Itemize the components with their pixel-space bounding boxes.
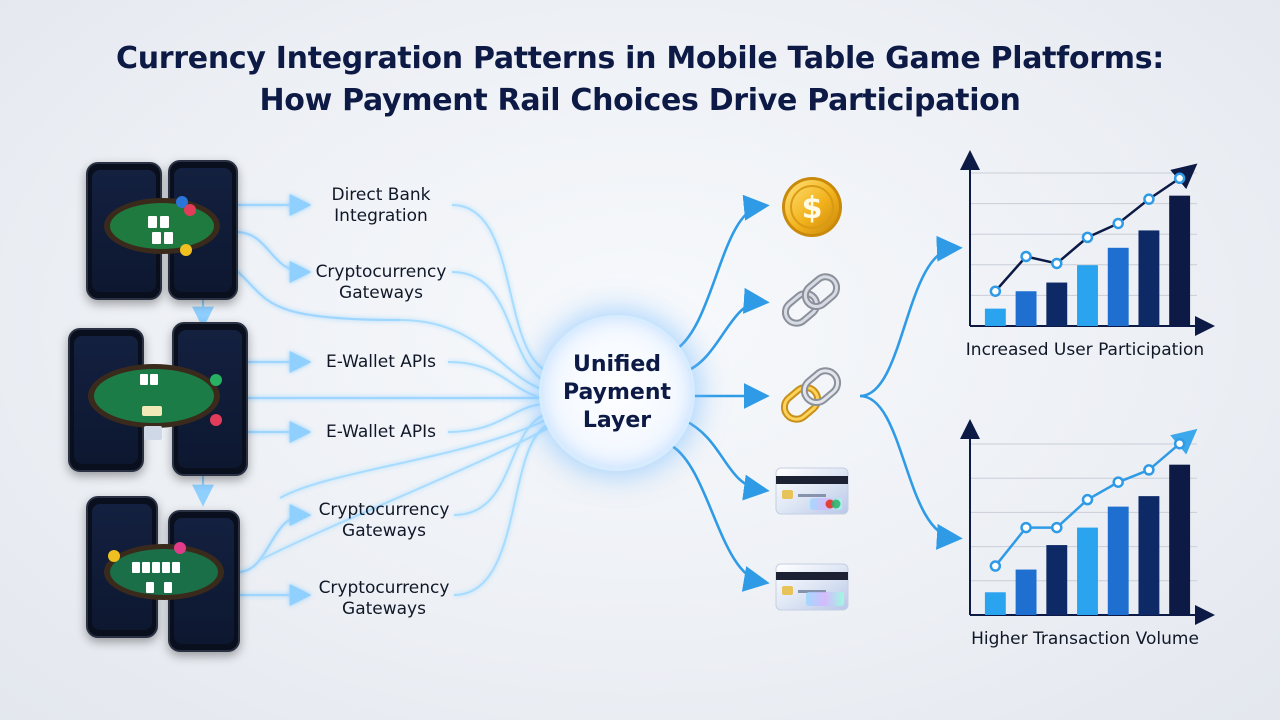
rail-label-direct-bank: Direct Bank Integration: [291, 185, 471, 227]
trend-point: [1020, 250, 1032, 263]
dollar-coin-icon: $: [782, 177, 842, 237]
chain-link-icon: [781, 273, 841, 327]
trend-point: [1143, 464, 1155, 476]
credit-card-icon: [775, 467, 849, 515]
rail-label-line: Gateways: [342, 599, 426, 619]
bar: [1169, 464, 1191, 615]
hub-output-lines: [671, 194, 770, 592]
svg-text:$: $: [802, 191, 823, 226]
rail-label-line: Integration: [334, 206, 428, 226]
table-game-icon: [88, 364, 222, 440]
bar: [1107, 247, 1129, 326]
chart-caption-transaction: Higher Transaction Volume: [971, 629, 1199, 649]
page-title: Currency Integration Patterns in Mobile …: [0, 38, 1280, 122]
hub-label: Unified Payment Layer: [552, 351, 682, 435]
rail-label-ewallet-2: E-Wallet APIs: [291, 422, 471, 443]
rail-label-line: Gateways: [342, 521, 426, 541]
bar: [1015, 569, 1037, 615]
hub-label-line: Unified: [572, 352, 662, 377]
title-line-2: How Payment Rail Choices Drive Participa…: [259, 83, 1021, 118]
hub-label-line: Layer: [582, 408, 652, 433]
table-game-icon: [104, 196, 220, 256]
bar: [1138, 496, 1160, 615]
chart-caption-participation: Increased User Participation: [965, 340, 1205, 360]
trend-point: [1081, 493, 1094, 506]
rail-label-line: Cryptocurrency: [318, 500, 450, 520]
trend-point: [1020, 521, 1032, 534]
bar: [1107, 506, 1129, 615]
trend-point: [1112, 476, 1124, 488]
trend-point: [1051, 521, 1063, 534]
bar: [1138, 230, 1160, 326]
trend-point: [1051, 257, 1063, 270]
rail-label-crypto-1: Cryptocurrency Gateways: [291, 262, 471, 304]
rail-label-line: E-Wallet APIs: [325, 352, 437, 372]
trend-point: [1173, 437, 1186, 450]
bar: [1046, 545, 1068, 615]
trend-point: [1173, 172, 1186, 185]
bar: [1077, 265, 1098, 326]
bar: [984, 308, 1006, 326]
trend-point: [1143, 193, 1155, 205]
bar: [1169, 195, 1191, 326]
rail-label-crypto-2: Cryptocurrency Gateways: [294, 500, 474, 542]
rail-input-lines: [235, 194, 540, 606]
rail-label-crypto-3: Cryptocurrency Gateways: [294, 578, 474, 620]
unified-payment-layer-hub: Unified Payment Layer: [542, 318, 692, 468]
chart-split-lines: [859, 235, 963, 550]
rail-label-ewallet-1: E-Wallet APIs: [291, 352, 471, 373]
credit-card-icon-2: [775, 563, 849, 611]
bar: [1046, 282, 1068, 326]
table-game-icon: [104, 542, 224, 600]
trend-point: [1081, 231, 1094, 244]
trend-point: [989, 285, 1002, 297]
rail-label-line: Direct Bank: [331, 185, 431, 205]
rail-label-line: Cryptocurrency: [315, 262, 447, 282]
transaction-volume-chart: [960, 419, 1215, 625]
hub-label-line: Payment: [562, 380, 672, 405]
participation-chart: [960, 150, 1215, 336]
trend-point: [1112, 217, 1124, 230]
rail-label-line: Cryptocurrency: [318, 578, 450, 598]
hub-converging-lines: [259, 204, 551, 596]
bar: [1015, 291, 1037, 326]
rail-label-line: E-Wallet APIs: [325, 422, 437, 442]
gold-chain-link-icon: [780, 367, 842, 423]
trend-point: [989, 560, 1002, 572]
rail-label-line: Gateways: [339, 283, 423, 303]
bar: [984, 592, 1006, 615]
bar: [1077, 527, 1098, 615]
title-line-1: Currency Integration Patterns in Mobile …: [116, 41, 1164, 76]
